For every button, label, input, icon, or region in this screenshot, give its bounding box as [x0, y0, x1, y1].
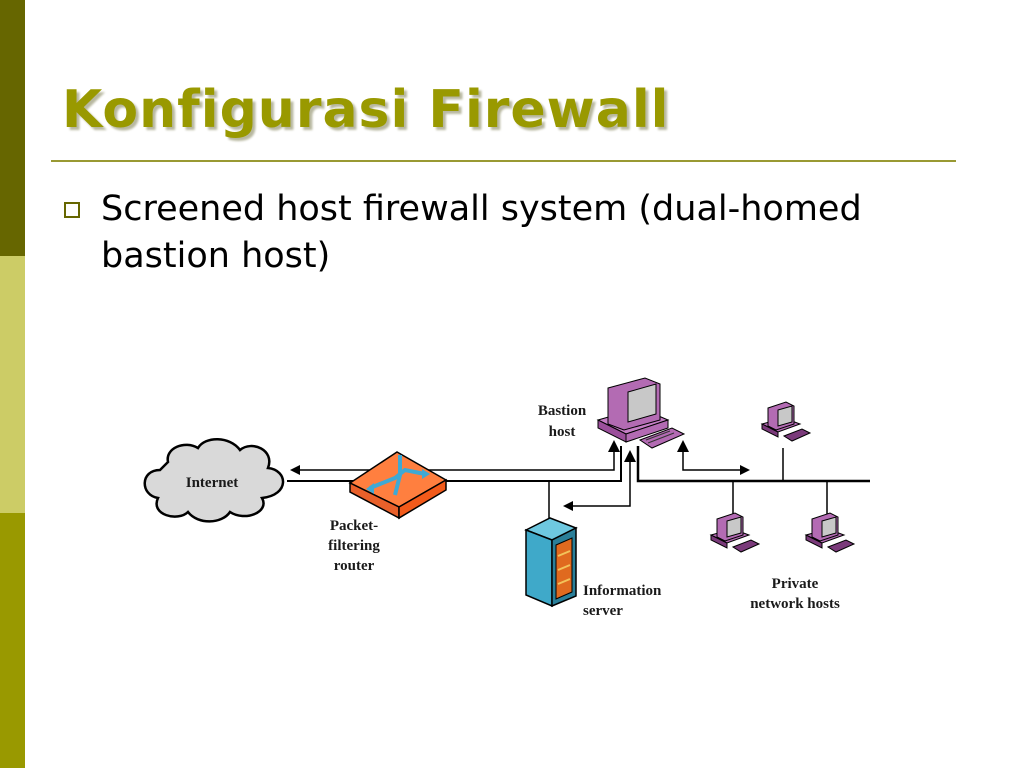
- arrowhead-up-1: [608, 440, 620, 452]
- bullet-text: Screened host firewall system (dual-home…: [101, 189, 862, 276]
- bastion-label-2: host: [549, 424, 576, 440]
- cloud-icon: Internet: [143, 438, 285, 523]
- bastion-label-1: Bastion: [538, 403, 587, 419]
- server-rack-icon: [524, 517, 578, 608]
- info-server-label-2: server: [583, 603, 623, 619]
- private-host-3-icon: [804, 512, 856, 553]
- connections: [287, 446, 870, 520]
- upward-arrowheads: [608, 440, 689, 462]
- side-bar-bottom: [0, 513, 25, 768]
- side-bar-middle: [0, 256, 25, 513]
- private-hosts-label-1: Private: [772, 576, 819, 592]
- bastion-workstation-icon: [596, 377, 686, 449]
- private-host-2-icon: [709, 512, 761, 553]
- private-host-1-icon: [760, 401, 812, 442]
- slide-title: Konfigurasi Firewall: [62, 80, 670, 140]
- info-server-label-1: Information: [583, 583, 662, 599]
- router-label-1: Packet-: [330, 518, 378, 534]
- arrow-bastion-to-private: [682, 452, 750, 475]
- router-label-3: router: [334, 558, 375, 574]
- arrow-router-to-internet: [290, 450, 615, 475]
- router-label-2: filtering: [328, 538, 380, 554]
- private-hosts-label-2: network hosts: [750, 596, 840, 612]
- side-bar-top: [0, 0, 25, 256]
- private-network-bus: [636, 446, 870, 483]
- square-bullet-icon: [64, 202, 80, 218]
- arrowhead-up-2: [624, 450, 636, 462]
- router-icon: [348, 451, 448, 520]
- internet-label: Internet: [186, 475, 239, 491]
- arrow-bastion-to-info-server: [563, 462, 631, 511]
- line-internet-to-bastion: [287, 446, 622, 482]
- title-divider: [51, 160, 956, 162]
- arrowhead-up-3: [677, 440, 689, 452]
